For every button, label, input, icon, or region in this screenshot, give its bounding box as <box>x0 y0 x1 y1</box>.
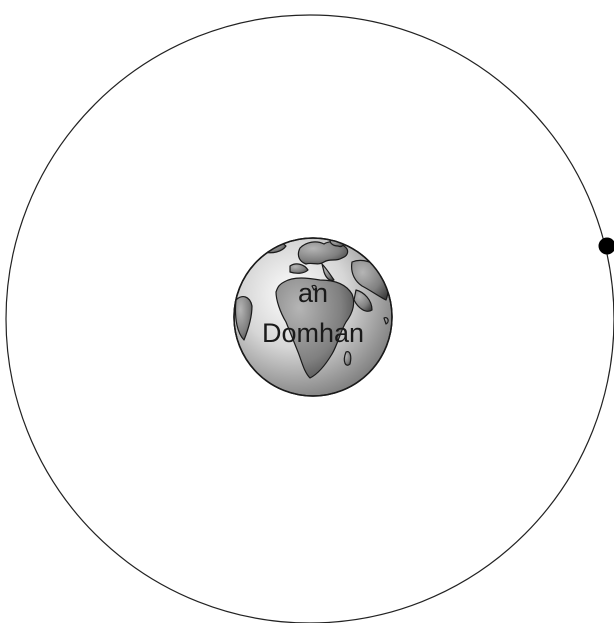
satellite-dot <box>599 238 614 255</box>
earth-globe-icon <box>234 237 392 396</box>
earth-label-line2: Domhan <box>262 318 364 348</box>
earth-label-line1: an <box>298 278 328 308</box>
